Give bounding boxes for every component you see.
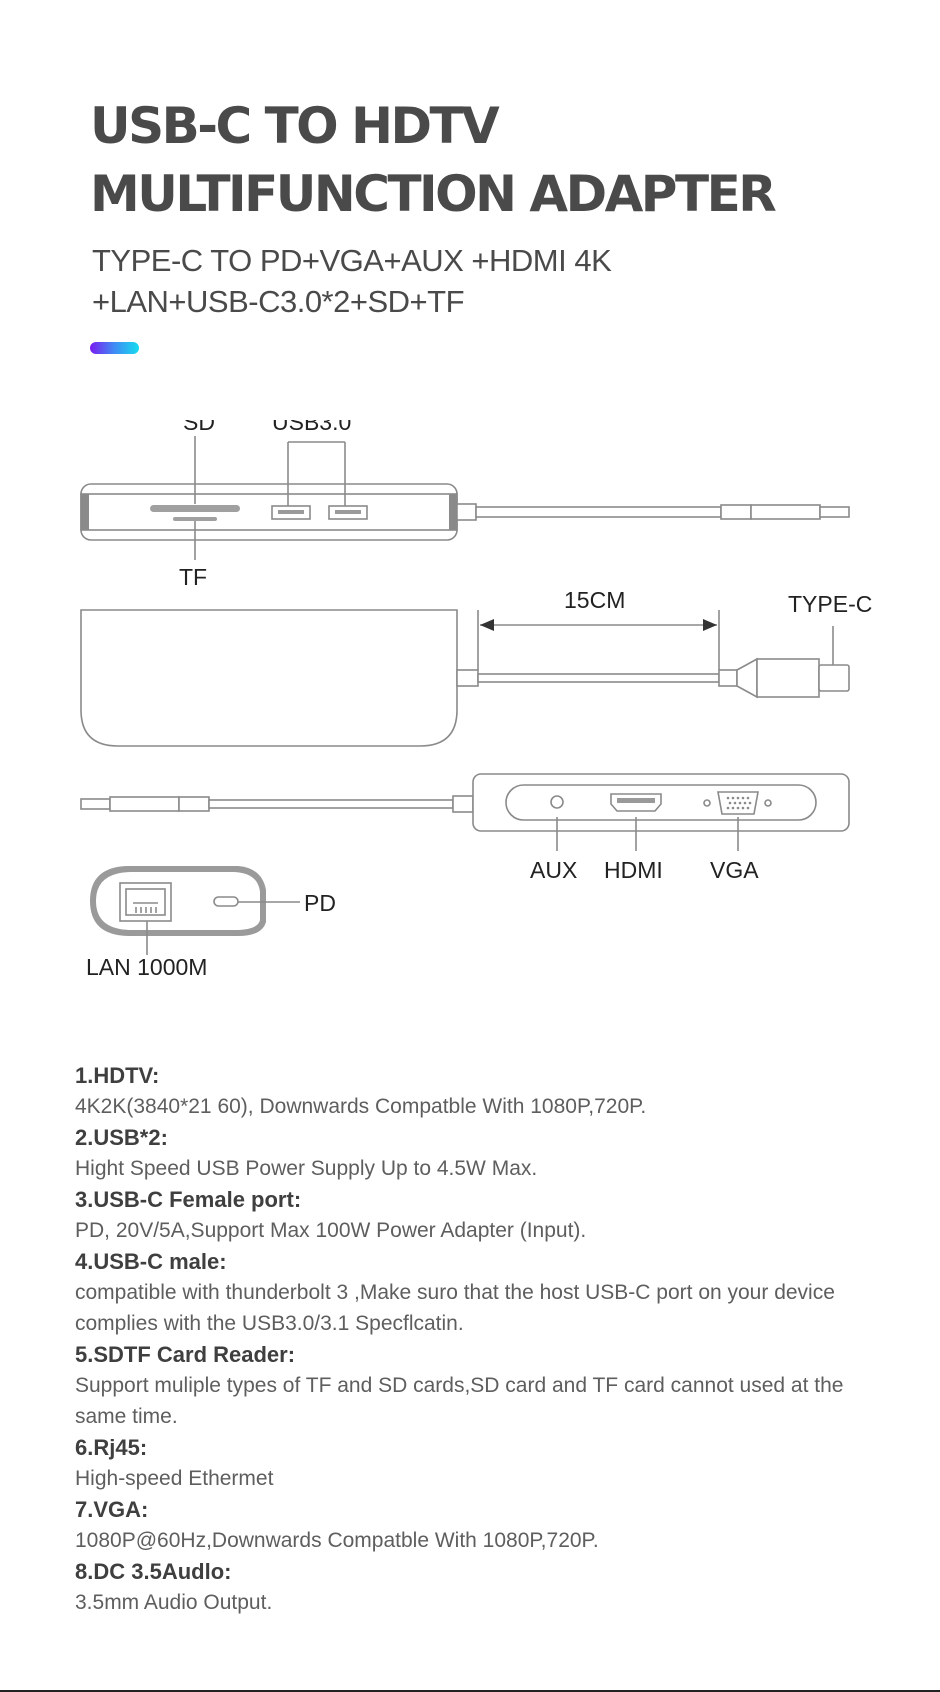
lan-port	[119, 882, 172, 922]
top-view-body	[80, 483, 458, 541]
label-type-c: TYPE-C	[788, 591, 872, 617]
bottom-rule	[0, 1690, 940, 1692]
end-view-body	[90, 866, 266, 936]
sd-card-slot	[150, 505, 240, 512]
spec-text: Hight Speed USB Power Supply Up to 4.5W …	[75, 1157, 538, 1180]
adapter-diagram: SD USB3.0 TF 15CM TYPE-C AUX HDMI VGA PD…	[80, 420, 872, 980]
label-tf: TF	[179, 564, 207, 590]
label-lan: LAN 1000M	[86, 954, 207, 980]
spec-text: PD, 20V/5A,Support Max 100W Power Adapte…	[75, 1219, 587, 1242]
spec-heading: 1.HDTV:	[75, 1063, 160, 1088]
spec-text: Support muliple types of TF and SD cards…	[75, 1374, 844, 1428]
pd-port	[213, 896, 239, 907]
label-pd: PD	[304, 890, 336, 916]
subtitle-line-1: TYPE-C TO PD+VGA+AUX +HDMI 4K	[92, 243, 612, 278]
spec-list: 1.HDTV: 4K2K(3840*21 60), Downwards Comp…	[75, 1060, 895, 1618]
subtitle-line-2: +LAN+USB-C3.0*2+SD+TF	[92, 284, 465, 319]
spec-text: compatible with thunderbolt 3 ,Make suro…	[75, 1281, 835, 1335]
label-hdmi: HDMI	[604, 857, 663, 883]
label-vga: VGA	[710, 857, 759, 883]
accent-bar	[90, 342, 139, 354]
spec-heading: 2.USB*2:	[75, 1125, 168, 1150]
page-title: USB-C TO HDTV MULTIFUNCTION ADAPTER	[90, 97, 777, 223]
spec-text: 1080P@60Hz,Downwards Compatble With 1080…	[75, 1529, 599, 1552]
spec-text: 3.5mm Audio Output.	[75, 1591, 273, 1614]
label-length: 15CM	[564, 587, 625, 613]
spec-heading: 4.USB-C male:	[75, 1249, 227, 1274]
spec-heading: 6.Rj45:	[75, 1435, 148, 1460]
label-usb3: USB3.0	[272, 420, 351, 435]
spec-heading: 3.USB-C Female port:	[75, 1187, 302, 1212]
back-view-cable	[80, 795, 474, 813]
top-view-cable	[456, 503, 850, 521]
page-subtitle: TYPE-C TO PD+VGA+AUX +HDMI 4K +LAN+USB-C…	[92, 240, 872, 322]
label-aux: AUX	[530, 857, 577, 883]
aux-port	[550, 795, 564, 809]
spec-text: High-speed Ethermet	[75, 1467, 274, 1490]
main-view-cable	[456, 657, 850, 699]
spec-heading: 8.DC 3.5Audlo:	[75, 1559, 232, 1584]
usb-port-1	[271, 505, 311, 520]
vga-port	[703, 791, 772, 815]
spec-heading: 7.VGA:	[75, 1497, 149, 1522]
spec-text: 4K2K(3840*21 60), Downwards Compatble Wi…	[75, 1095, 647, 1118]
spec-heading: 5.SDTF Card Reader:	[75, 1342, 296, 1367]
main-body-view	[80, 609, 458, 747]
label-sd: SD	[183, 420, 215, 435]
usb-port-2	[328, 505, 368, 520]
tf-card-slot	[173, 517, 217, 521]
